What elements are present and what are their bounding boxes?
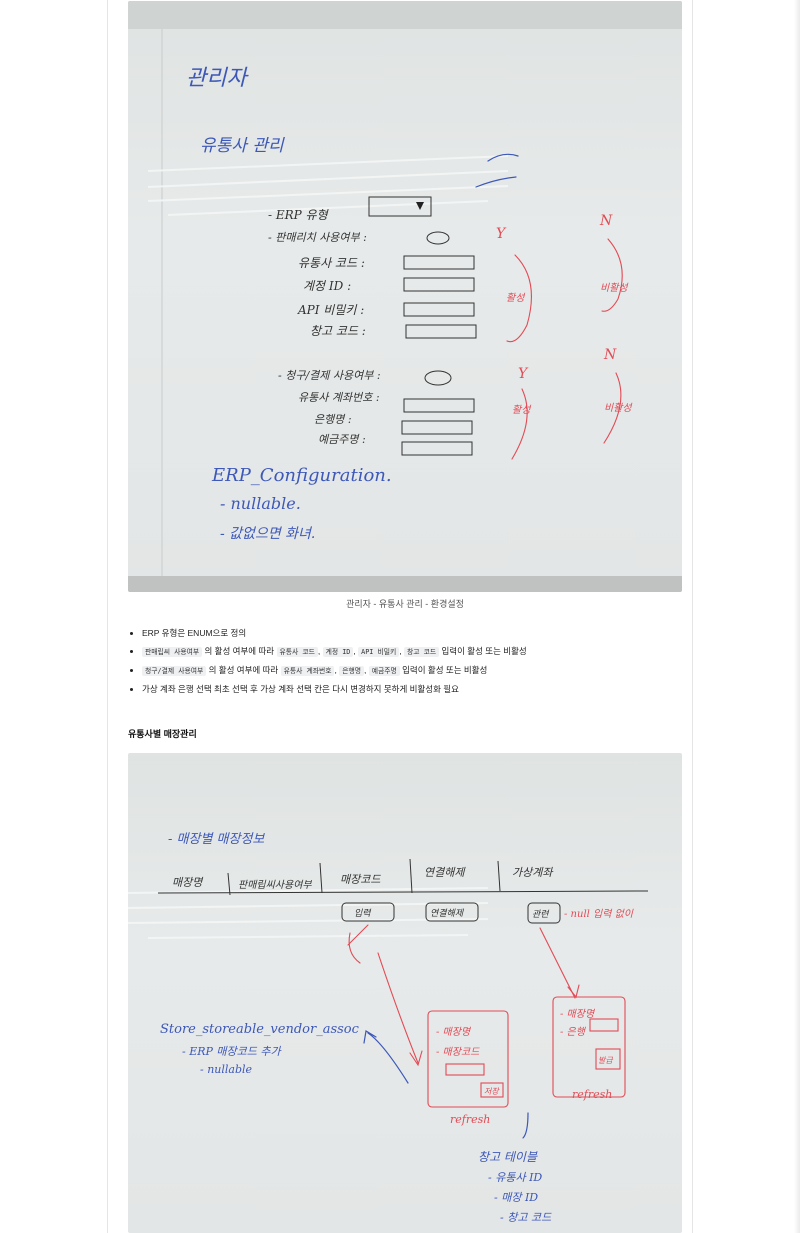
board-field-wh: 창고 코드 : [310, 324, 366, 338]
inline-code: API 비밀키 [358, 647, 400, 657]
board-field-bank: 은행명 : [314, 413, 352, 426]
note-text: 의 활성 여부에 따라 [202, 646, 277, 656]
note-text: , [363, 665, 369, 675]
board2-refresh2: refresh [572, 1088, 612, 1101]
note-item: ERP 유형은 ENUM으로 정의 [142, 624, 702, 642]
inline-code: 계정 ID [322, 647, 354, 657]
note-item: 가상 계좌 은행 선택 최초 선택 후 가상 계좌 선택 칸은 다시 변경하지 … [142, 680, 702, 698]
inline-code: 은행명 [339, 666, 364, 676]
board-field-vacct: 유통사 계좌번호 : [298, 391, 380, 404]
board2-refresh1: refresh [450, 1113, 490, 1126]
board2-col2: 판매립씨사용여부 [238, 879, 312, 891]
figure-caption: 관리자 - 유통사 관리 - 환경설정 [346, 599, 464, 609]
inline-code: 유통사 코드 [276, 647, 318, 657]
board-y1: Y [496, 226, 507, 242]
board2-null-note: - null 입력 없이 [564, 908, 634, 920]
board2-erp-code: - ERP 매장코드 추가 [182, 1045, 283, 1058]
board-erp-conf: ERP_Configuration. [211, 465, 392, 486]
section-heading: 유통사별 매장관리 [128, 729, 197, 739]
board2-heading: - 매장별 매장정보 [168, 832, 265, 847]
note-text: 입력이 활성 또는 비활성 [399, 665, 488, 675]
board-n2: N [603, 347, 617, 363]
board2-popup2-a: - 매장명 [560, 1008, 596, 1020]
board2-popup1-a: - 매장명 [436, 1026, 472, 1038]
board-field-pay: - 청구/결제 사용여부 : [278, 369, 381, 382]
board2-nullable: - nullable [200, 1063, 253, 1076]
inline-code: 청구/결제 사용여부 [142, 666, 207, 676]
board2-col1: 매장명 [172, 876, 204, 889]
board2-popup2-b: - 은행 [560, 1026, 587, 1038]
board2-bottom-a: 창고 테이블 [478, 1150, 538, 1164]
board-field-code: 유통사 코드 : [298, 256, 365, 270]
note-text: ERP 유형은 ENUM으로 정의 [142, 628, 247, 638]
note-text: , [317, 646, 323, 656]
board2-popup1-b: - 매장코드 [436, 1046, 480, 1058]
inline-code: 창고 코드 [404, 647, 440, 657]
board-field-usage: - 판매리치 사용여부 : [268, 231, 367, 244]
note-item: 판매립씨 사용여부 의 활성 여부에 따라 유통사 코드, 계정 ID, API… [142, 642, 702, 661]
board-field-erp: - ERP 유형 [268, 208, 330, 222]
board2-bottom-d: - 창고 코드 [500, 1211, 552, 1224]
board2-popup1-btn: 저장 [484, 1087, 500, 1096]
board-active-2: 활성 [512, 404, 532, 416]
board2-store-table: Store_storeable_vendor_assoc [160, 1022, 360, 1037]
whiteboard-photo-settings: 관리자 유통사 관리 - ERP 유형 - 판매리치 사용여부 : 유통사 코드… [128, 1, 682, 592]
note-text: 입력이 활성 또는 비활성 [439, 646, 527, 656]
note-text: , [353, 646, 359, 656]
note-item: 청구/결제 사용여부 의 활성 여부에 따라 유통사 계좌번호, 은행명, 예금… [142, 661, 702, 680]
inline-code: 판매립씨 사용여부 [142, 647, 203, 657]
board2-btn-disconnect: 연결해제 [430, 908, 465, 919]
board2-popup2-btn: 발급 [598, 1056, 613, 1065]
note-text: , [334, 665, 340, 675]
board-field-account: 계정 ID : [303, 279, 351, 293]
board-nullable: - nullable. [220, 494, 301, 513]
board-subtitle: 유통사 관리 [200, 136, 285, 156]
board-note: - 값없으면 화녀. [220, 526, 315, 542]
whiteboard-photo-stores: - 매장별 매장정보 매장명 판매립씨사용여부 매장코드 연결해제 가상계좌 입… [128, 753, 682, 1233]
notes-list: ERP 유형은 ENUM으로 정의 판매립씨 사용여부 의 활성 여부에 따라 … [128, 624, 702, 698]
note-text: , [399, 646, 404, 656]
board-n1: N [599, 213, 613, 229]
board2-btn-vacct: 관련 [532, 909, 549, 920]
board-y2: Y [518, 366, 529, 382]
board-inactive-1: 비활성 [600, 282, 629, 294]
board-title: 관리자 [186, 66, 249, 91]
inline-code: 예금주명 [368, 666, 400, 676]
inline-code: 유통사 계좌번호 [280, 666, 335, 676]
board-field-holder: 예금주명 : [318, 433, 366, 446]
board2-col3: 매장코드 [340, 873, 381, 886]
note-text: 의 활성 여부에 따라 [206, 665, 281, 675]
board2-bottom-c: - 매장 ID [494, 1191, 538, 1204]
board-inactive-2: 비활성 [604, 402, 633, 414]
board2-bottom-b: - 유통사 ID [488, 1171, 542, 1184]
board2-col5: 가상계좌 [512, 866, 554, 879]
board2-col4: 연결해제 [424, 866, 466, 879]
board-field-pw: API 비밀키 : [297, 303, 364, 317]
note-text: 가상 계좌 은행 선택 최초 선택 후 가상 계좌 선택 칸은 다시 변경하지 … [142, 684, 459, 694]
board2-btn-input: 입력 [354, 908, 371, 919]
board-active-1: 활성 [506, 292, 526, 304]
scroll-shadow [794, 0, 800, 1233]
